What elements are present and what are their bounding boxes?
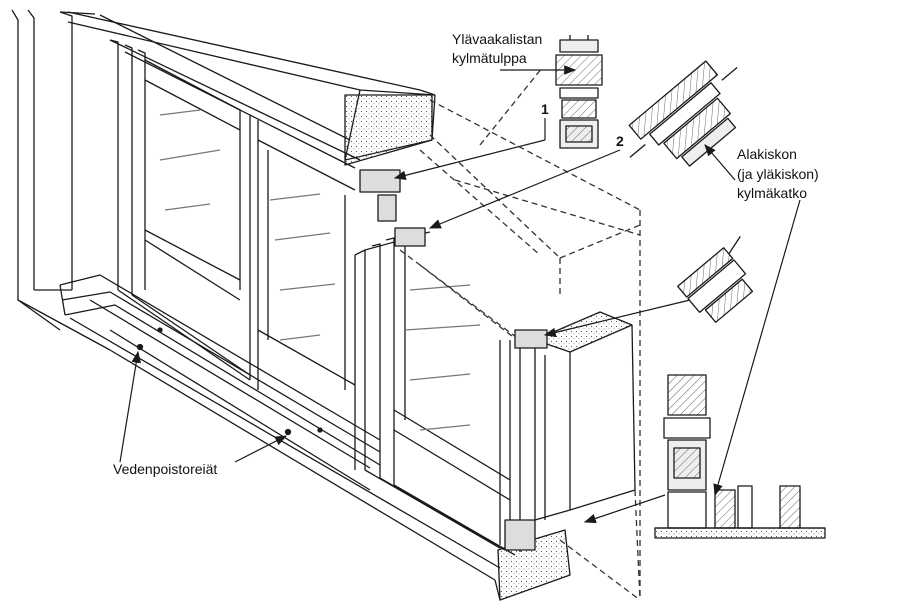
wall-outline — [11, 9, 111, 351]
detail-number-1: 1 — [541, 101, 549, 117]
thermal-break-label-line3: kylmäkatko — [737, 185, 808, 201]
detail-1-section — [555, 35, 603, 149]
back-sash — [109, 39, 361, 390]
detail-sill-section — [654, 374, 826, 539]
wall-jamb — [534, 311, 636, 521]
roller-hardware — [359, 169, 548, 551]
detail-number-2: 2 — [616, 133, 624, 149]
leader-lines — [119, 65, 801, 524]
detail-2-section — [628, 60, 738, 167]
header-beam — [67, 11, 436, 166]
thermal-break-label-line1: Alakiskon — [737, 146, 797, 162]
top-cap-label-line2: kylmätulppa — [452, 50, 527, 66]
thermal-break-label-line2: (ja yläkiskon) — [737, 166, 819, 182]
detail-bottom-rail — [677, 236, 754, 323]
bottom-track — [59, 274, 571, 601]
drain-holes-label: Vedenpoistoreiät — [113, 461, 218, 477]
front-sash — [354, 231, 521, 556]
hidden-lines — [399, 67, 641, 601]
top-cap-label-line1: Ylävaakalistan — [452, 31, 543, 47]
